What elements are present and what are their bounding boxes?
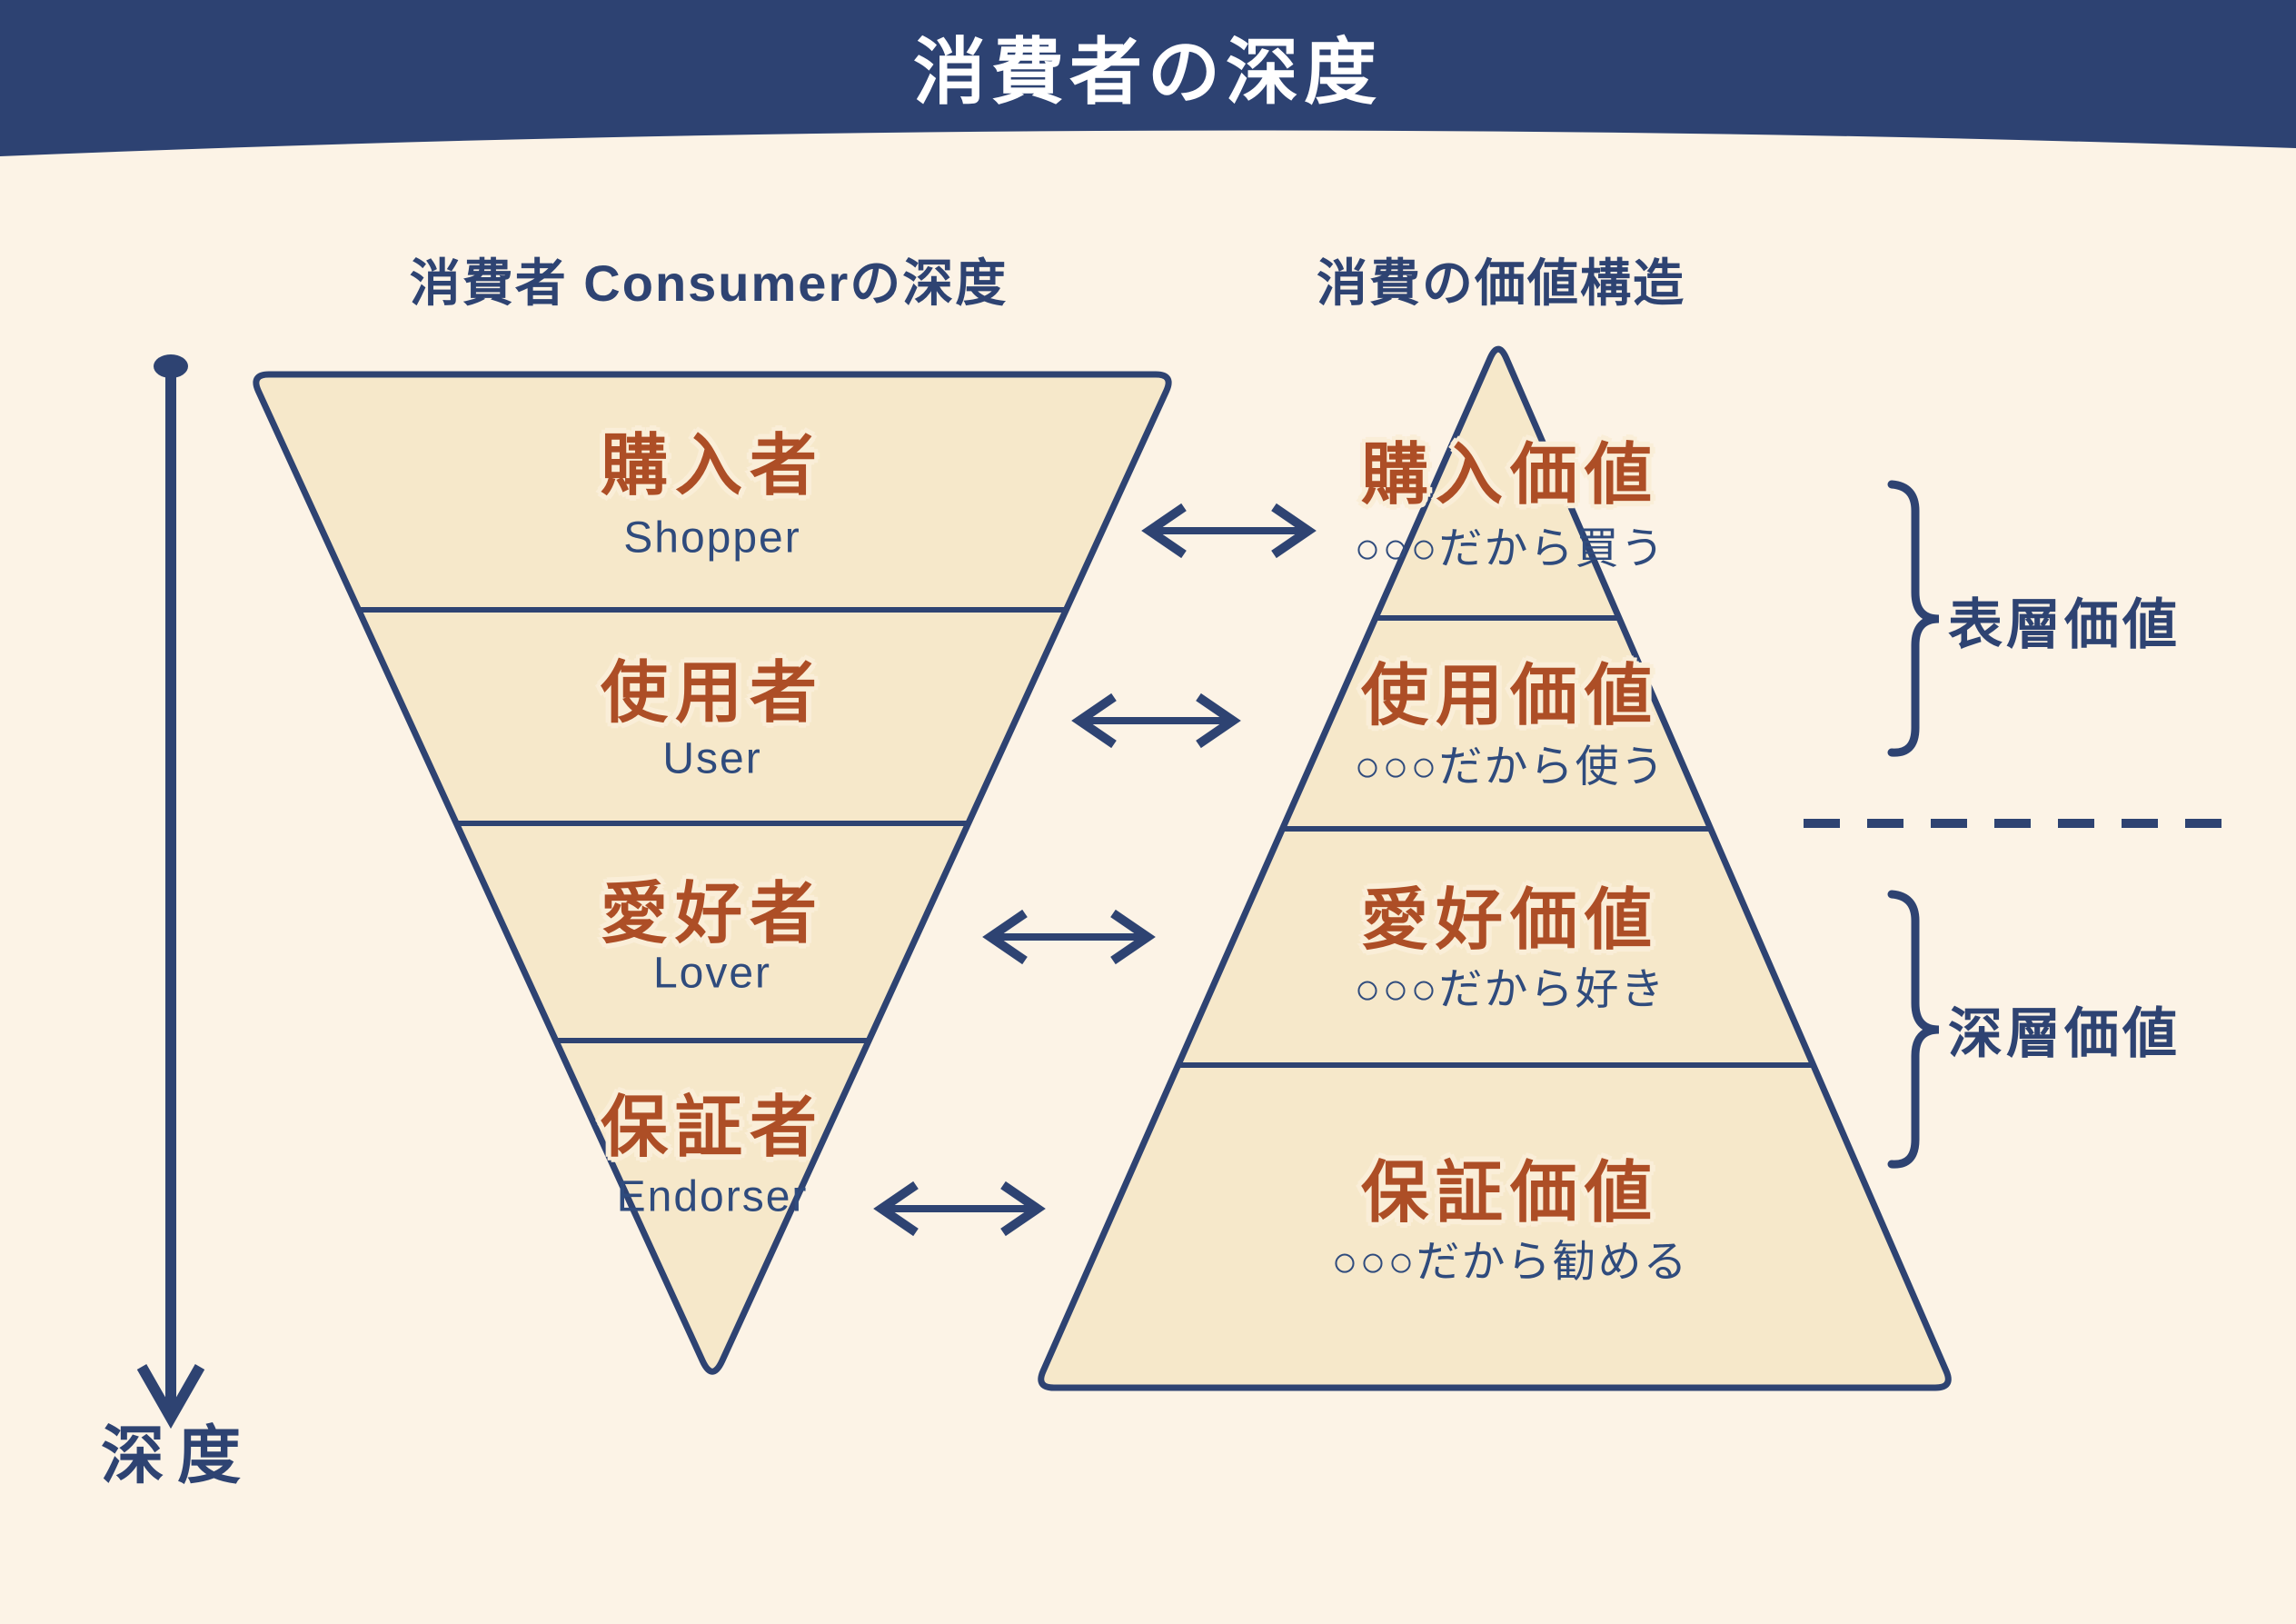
left-level-user-sublabel: User xyxy=(662,734,762,783)
right-level-love-value-sublabel: ○○○だから好き xyxy=(1354,965,1666,1014)
surface-value-label: 表層価値 xyxy=(1948,594,2181,655)
right-level-use-value-label: 使用価値 xyxy=(1361,657,1659,733)
left-level-shopper-label: 購入者 xyxy=(601,427,824,503)
left-level-endorser-label: 保証者 xyxy=(601,1089,824,1165)
deep-value-label: 深層価値 xyxy=(1948,1003,2181,1064)
right-pyramid-title: 消費の価値構造 xyxy=(1317,254,1685,313)
deep-value-brace xyxy=(1887,890,1940,1169)
surface-value-brace xyxy=(1887,480,1940,757)
exchange-arrow-4 xyxy=(873,1181,1046,1237)
right-level-use-value-sublabel: ○○○だから使う xyxy=(1354,742,1666,792)
exchange-arrow-3 xyxy=(982,909,1156,965)
left-level-shopper-sublabel: Shopper xyxy=(623,513,801,563)
depth-arrow-head xyxy=(136,1364,205,1430)
header-banner xyxy=(0,0,2296,156)
right-level-purchase-value-label: 購入価値 xyxy=(1361,436,1659,513)
depth-axis-label: 深度 xyxy=(101,1420,253,1491)
right-level-purchase-value-sublabel: ○○○だから買う xyxy=(1354,524,1666,573)
left-level-lover-sublabel: Lover xyxy=(652,949,772,998)
left-level-lover-label: 愛好者 xyxy=(601,875,824,951)
exchange-arrow-2 xyxy=(1071,692,1241,749)
page-title: 消費者の深度 xyxy=(913,32,1382,113)
depth-axis-arrow xyxy=(136,354,205,1430)
depth-arrow-origin-dot xyxy=(154,354,188,378)
right-level-love-value-label: 愛好価値 xyxy=(1361,882,1659,958)
left-level-endorser-sublabel: Endorser xyxy=(616,1172,809,1221)
right-pyramid-shape xyxy=(1038,345,1952,1391)
right-level-endorse-value-label: 保証価値 xyxy=(1361,1154,1659,1230)
right-level-endorse-value-sublabel: ○○○だから勧める xyxy=(1331,1238,1689,1287)
exchange-arrow-1 xyxy=(1141,503,1317,559)
left-pyramid-shape xyxy=(253,371,1172,1375)
left-pyramid-title: 消費者 Consumerの深度 xyxy=(409,254,1009,313)
left-level-user-label: 使用者 xyxy=(601,654,824,731)
